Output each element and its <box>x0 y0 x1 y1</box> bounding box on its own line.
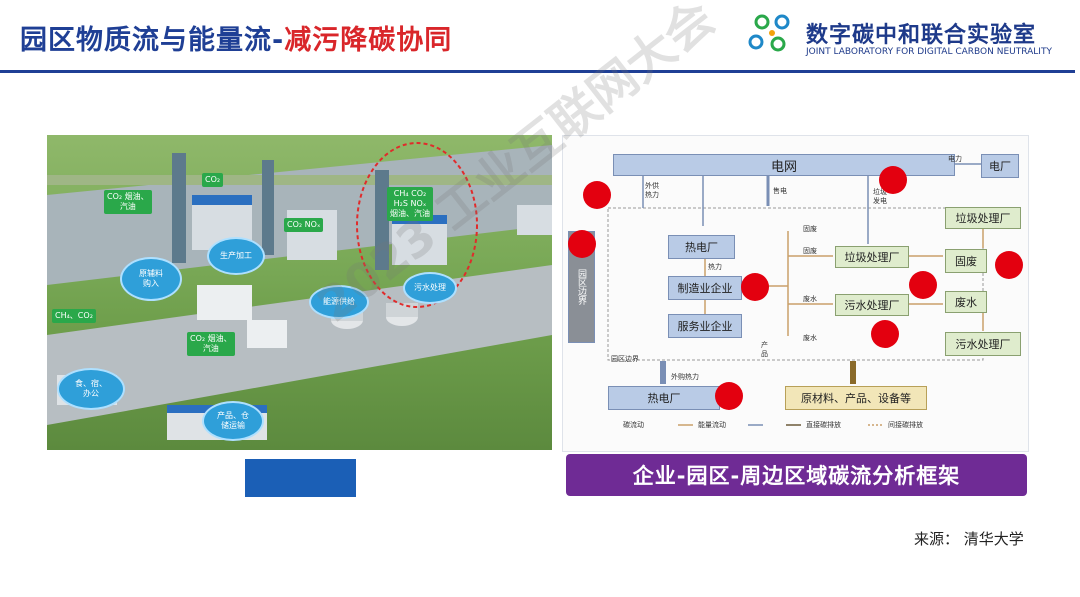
diagram-connectors <box>607 163 984 426</box>
label-waste-1: 废水 <box>803 295 817 303</box>
bubble-production: 生产加工 <box>207 237 265 275</box>
node-garbage-right: 垃圾处理厂 <box>945 207 1021 229</box>
node-materials: 原材料、产品、设备等 <box>785 386 927 410</box>
node-manufacturing: 制造业企业 <box>668 276 742 300</box>
emission-label-co2-oil-2: CO₂ 烟油、 汽油 <box>187 332 235 356</box>
node-waste-water: 废水 <box>945 291 987 313</box>
legend-energy-flow: 能量流动 <box>698 421 726 429</box>
emission-marker <box>995 251 1023 279</box>
title-highlight: 减污降碳协同 <box>284 25 453 56</box>
label-solid-2: 固废 <box>803 247 817 255</box>
node-solid-waste: 固废 <box>945 249 987 273</box>
legend-carbon-flow: 碳流动 <box>623 421 644 429</box>
framework-banner: 企业-园区-周边区域碳流分析框架 <box>566 454 1027 496</box>
source-note: 来源： 清华大学 <box>914 530 1024 548</box>
node-sewage-right: 污水处理厂 <box>945 332 1021 356</box>
lab-name-en: JOINT LABORATORY FOR DIGITAL CARBON NEUT… <box>806 47 1052 57</box>
blue-caption-block <box>245 459 356 497</box>
emission-marker <box>909 271 937 299</box>
emission-marker <box>741 273 769 301</box>
label-solid-1: 固废 <box>803 225 817 233</box>
bubble-office: 食、宿、 办公 <box>57 368 125 410</box>
node-service: 服务业企业 <box>668 314 742 338</box>
node-power-plant: 电厂 <box>981 154 1019 178</box>
label-power-sale: 售电 <box>773 187 787 195</box>
legend-indirect-emission: 间接碳排放 <box>888 421 923 429</box>
node-garbage-mid: 垃圾处理厂 <box>835 246 909 268</box>
bubble-sewage: 污水处理 <box>403 272 457 304</box>
bubble-energy-supply: 能源供给 <box>309 285 369 319</box>
node-grid: 电网 <box>613 154 955 176</box>
label-outer-heat: 外供 热力 <box>645 182 659 199</box>
label-product: 产 品 <box>761 341 768 358</box>
emission-label-sewage-gases: CH₄ CO₂ H₂S NOₓ 烟油、汽油 <box>387 187 433 221</box>
bubble-raw-materials: 原辅料 购入 <box>120 257 182 301</box>
emission-marker <box>871 320 899 348</box>
node-sewage-mid: 污水处理厂 <box>835 294 909 316</box>
label-heat: 热力 <box>708 263 722 271</box>
label-waste-2: 废水 <box>803 334 817 342</box>
industrial-park-image: CO₂ CO₂ 烟油、 汽油 CO₂ NOₓ CH₄ CO₂ H₂S NOₓ 烟… <box>47 135 552 450</box>
legend-direct-emission: 直接碳排放 <box>806 421 841 429</box>
node-chp-bottom: 热电厂 <box>608 386 720 410</box>
emission-marker <box>879 166 907 194</box>
emission-label-co2-oil: CO₂ 烟油、 汽油 <box>104 190 152 214</box>
emission-marker <box>715 382 743 410</box>
emission-label-co2: CO₂ <box>202 173 224 187</box>
node-chp-top: 热电厂 <box>668 235 735 259</box>
emission-label-ch4-co2: CH₄、CO₂ <box>52 309 96 323</box>
label-park-boundary: 园区边界 <box>611 355 639 363</box>
carbon-flow-diagram: 电网 电厂 热电厂 制造业企业 服务业企业 垃圾处理厂 污水处理厂 垃圾处理厂 … <box>562 135 1029 452</box>
emission-label-co2-nox: CO₂ NOₓ <box>284 218 324 232</box>
header-divider <box>0 70 1075 73</box>
label-outside-heat: 外购热力 <box>671 373 699 381</box>
slide-title: 园区物质流与能量流-减污降碳协同 <box>20 18 452 57</box>
lab-logo-icon <box>748 14 790 52</box>
park-scene-illustration <box>47 142 552 440</box>
emission-marker <box>583 181 611 209</box>
title-main: 园区物质流与能量流- <box>20 25 285 56</box>
emission-marker <box>568 230 596 258</box>
lab-name-cn: 数字碳中和联合实验室 <box>806 23 1037 48</box>
bubble-storage: 产品、仓 储运输 <box>202 401 264 441</box>
label-waste-power: 垃圾 发电 <box>873 188 887 205</box>
label-grid-power: 电力 <box>948 155 962 163</box>
